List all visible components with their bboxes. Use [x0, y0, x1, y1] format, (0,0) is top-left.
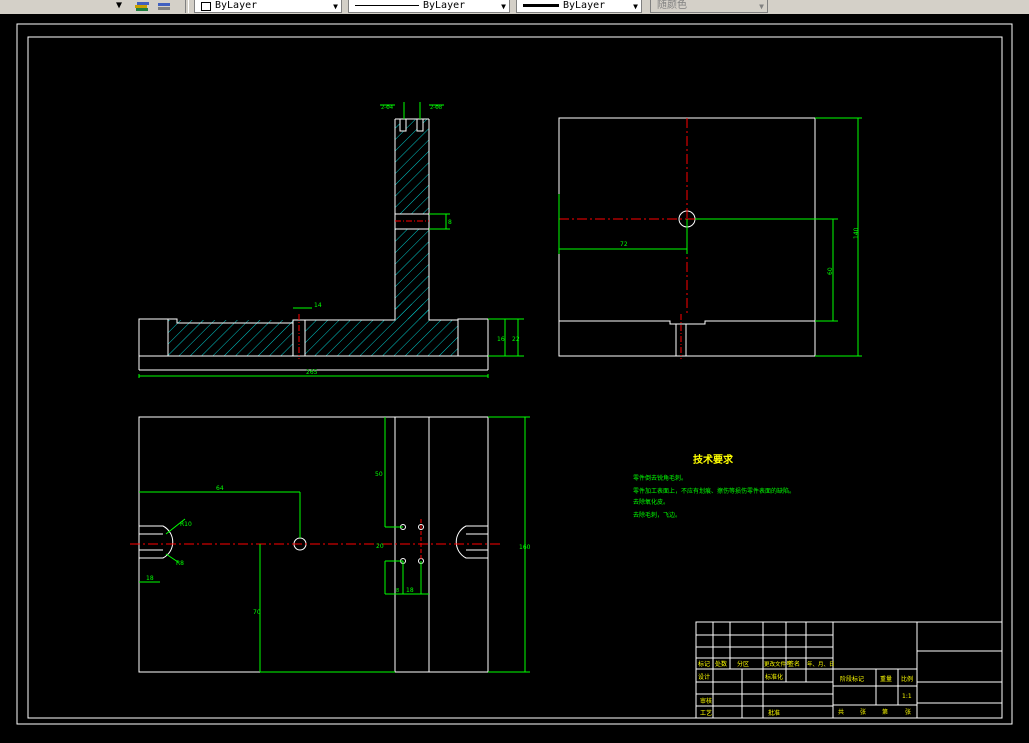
tb-design: 设计: [698, 673, 710, 681]
title-block-text: 标记 处数 分区 更改文件号 签名 年、月、日 设计 标准化 阶段标记 重量 比…: [698, 660, 913, 717]
dim-plan-r1: R10: [180, 521, 192, 528]
tb-change-doc: 更改文件号: [764, 660, 792, 668]
dim-side-height: 140: [853, 227, 860, 239]
title-block: [695, 621, 1003, 719]
dim-plan-sq2: 18: [406, 587, 414, 594]
tb-sheet-of: 张: [860, 708, 866, 716]
layer-states-icon[interactable]: [134, 0, 150, 13]
dim-plan-sq: 20: [376, 543, 384, 550]
chevron-down-icon: ▼: [633, 2, 638, 11]
notes-line-3: 去除氧化皮。: [633, 498, 669, 506]
dim-plan-total: 160: [519, 544, 531, 551]
tb-sign: 签名: [788, 660, 800, 668]
front-section-view: [138, 118, 489, 371]
tb-mark: 标记: [698, 660, 710, 668]
plotstyle-combo-value: 随颜色: [657, 0, 687, 11]
tb-zone: 分区: [737, 660, 749, 668]
notes-line-1: 零件倒去锐角毛刺。: [633, 474, 687, 482]
dim-plan-r2: R8: [176, 560, 184, 567]
tb-scale: 比例: [901, 675, 913, 683]
toolbar-separator: [185, 0, 189, 13]
tb-material-mark: 阶段标记: [840, 675, 864, 683]
lineweight-preview-icon: [523, 4, 559, 7]
tb-standard: 标准化: [765, 673, 783, 681]
plan-dimensions: [139, 416, 530, 673]
dim-base-h2: 22: [512, 336, 520, 343]
properties-toolbar: ▼ ByLayer ▼ ByLayer ▼ ByLayer ▼ 随颜色 ▼: [0, 0, 1029, 15]
dim-plan-w: 18: [146, 575, 154, 582]
tb-count: 处数: [715, 660, 727, 668]
dim-top-b: 2-Φ8: [430, 105, 442, 111]
plan-view: [130, 416, 500, 673]
tb-date: 年、月、日: [807, 660, 835, 668]
dim-slot-width: 14: [314, 302, 322, 309]
notes-line-2: 零件加工表面上，不应有划痕、擦伤等损伤零件表面的缺陷。: [633, 487, 795, 495]
tb-sheets: 共: [838, 708, 844, 716]
chevron-down-icon: ▼: [501, 2, 506, 11]
side-dimensions: [558, 117, 862, 357]
layer-stack-icon: [135, 2, 149, 11]
dim-plan-offset: 64: [216, 485, 224, 492]
color-combo-value: ByLayer: [215, 0, 258, 11]
chevron-down-icon: ▼: [333, 2, 338, 11]
color-combo[interactable]: ByLayer ▼: [194, 0, 342, 13]
notes-title: 技术要求: [693, 453, 734, 466]
tb-weight: 重量: [880, 675, 892, 683]
tb-scale-value: 1:1: [902, 693, 912, 700]
linetype-preview-icon: [355, 5, 419, 6]
drawing-canvas[interactable]: 2-Φ4 2-Φ8 8 14 265 16 22 72 140 60: [0, 14, 1029, 743]
linetype-combo[interactable]: ByLayer ▼: [348, 0, 510, 13]
linetype-combo-value: ByLayer: [423, 0, 466, 11]
dim-base-length: 265: [306, 369, 318, 376]
dim-slot-height: 8: [448, 219, 452, 226]
chevron-down-icon: ▼: [116, 0, 123, 11]
dim-side-pos: 72: [620, 241, 628, 248]
lineweight-combo[interactable]: ByLayer ▼: [516, 0, 642, 13]
tb-process: 工艺: [700, 709, 712, 717]
lineweight-combo-value: ByLayer: [563, 0, 606, 11]
dim-side-h2: 60: [827, 267, 834, 275]
layer-previous-icon[interactable]: [156, 0, 172, 13]
dim-top-a: 2-Φ4: [381, 105, 393, 111]
color-swatch-icon: [201, 2, 211, 11]
chevron-down-icon: ▼: [759, 2, 764, 11]
sheet-inner-border: [27, 36, 1003, 719]
plotstyle-combo: 随颜色 ▼: [650, 0, 768, 13]
cad-drawing: 2-Φ4 2-Φ8 8 14 265 16 22 72 140 60: [16, 23, 1013, 725]
layer-dropdown-arrow[interactable]: ▼: [116, 0, 128, 13]
dim-plan-h2: 50: [375, 471, 383, 478]
sheet-outer-border: [16, 23, 1013, 725]
front-dimensions: [138, 102, 524, 378]
dim-base-h1: 16: [497, 336, 505, 343]
layer-previous-stack-icon: [158, 3, 170, 10]
notes-line-4: 去除毛刺，飞边。: [633, 511, 681, 519]
tb-approve: 批准: [768, 709, 780, 717]
dim-plan-small: 8: [396, 588, 399, 594]
tb-review: 审核: [700, 697, 712, 705]
dim-plan-h1: 70: [253, 609, 261, 616]
tb-sheet: 第: [882, 708, 888, 716]
tb-sheet-end: 张: [905, 708, 911, 716]
